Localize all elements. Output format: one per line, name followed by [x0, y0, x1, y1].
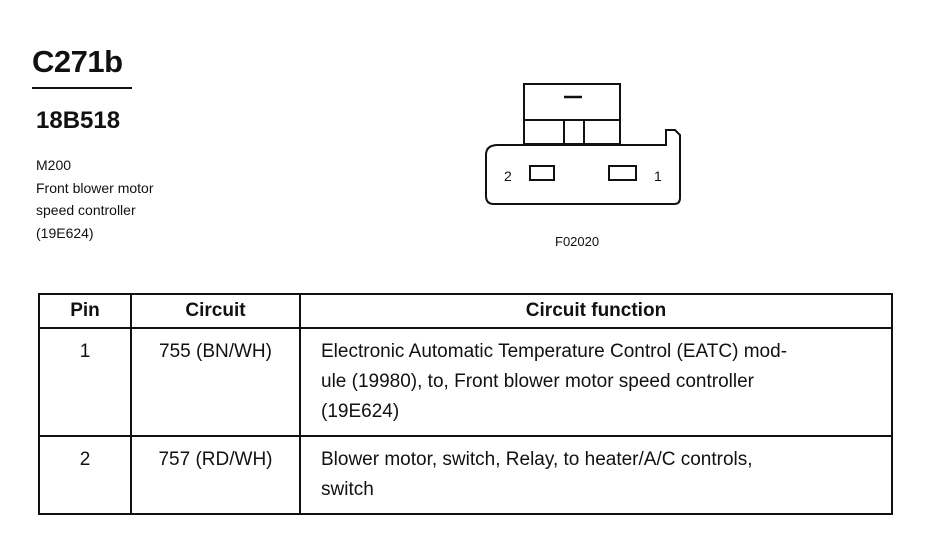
connector-id: C271b: [32, 44, 123, 79]
table-row: 1 755 (BN/WH) Electronic Automatic Tempe…: [38, 327, 893, 437]
circuit-cell: 757 (RD/WH): [130, 435, 301, 515]
terminal-2: [529, 165, 555, 181]
function-line: switch: [321, 479, 374, 500]
title-underline: [32, 87, 132, 89]
pinout-table: Pin Circuit Circuit function 1 755 (BN/W…: [38, 293, 893, 515]
table-row: 2 757 (RD/WH) Blower motor, switch, Rela…: [38, 435, 893, 515]
header-pin: Pin: [38, 293, 132, 329]
pin-cell: 1: [38, 327, 132, 437]
description-line: speed controller: [36, 202, 136, 218]
circuit-cell: 755 (BN/WH): [130, 327, 301, 437]
connector-description: M200 Front blower motor speed controller…: [36, 154, 153, 244]
header-circuit: Circuit: [130, 293, 301, 329]
figure-reference: F02020: [555, 234, 600, 249]
description-line: M200: [36, 157, 72, 173]
function-cell: Blower motor, switch, Relay, to heater/A…: [299, 435, 893, 515]
function-line: (19E624): [321, 401, 400, 422]
connector-body: [485, 129, 681, 205]
description-line: Front blower motor: [36, 179, 154, 196]
description-line: (19E624): [36, 224, 94, 241]
function-line: Electronic Automatic Temperature Control…: [321, 341, 788, 362]
connector-face-diagram: 2 1: [485, 83, 681, 205]
table-header-row: Pin Circuit Circuit function: [38, 293, 893, 329]
function-line: ule (19980), to, Front blower motor spee…: [321, 371, 754, 392]
function-line: Blower motor, switch, Relay, to heater/A…: [321, 449, 753, 470]
pin-cell: 2: [38, 435, 132, 515]
pin-label-2: 2: [504, 168, 512, 184]
terminal-1: [608, 165, 637, 181]
function-cell: Electronic Automatic Temperature Control…: [299, 327, 893, 437]
part-number: 18B518: [36, 107, 121, 134]
header-circuit-function: Circuit function: [299, 293, 893, 329]
connector-latch: [523, 83, 621, 145]
pin-label-1: 1: [654, 168, 662, 184]
